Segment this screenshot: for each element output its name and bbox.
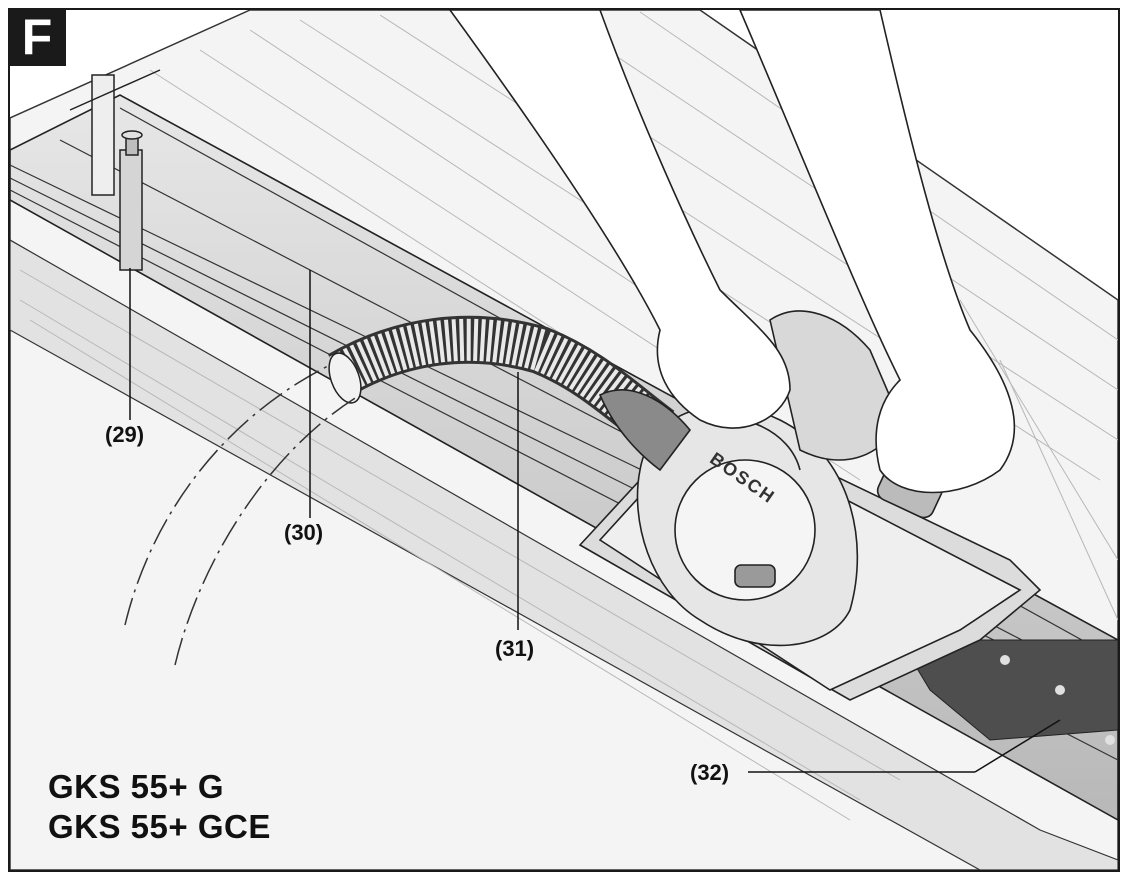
screw-clamp xyxy=(69,69,161,271)
callout-30: (30) xyxy=(284,520,324,545)
callout-31: (31) xyxy=(495,636,535,661)
model-label-g: GKS 55+ G xyxy=(48,768,224,805)
callout-leaders xyxy=(129,268,1061,773)
strip-holes xyxy=(1000,655,1115,745)
anti-friction-strip xyxy=(899,639,1118,741)
callout-32: (32) xyxy=(690,760,730,785)
workpiece-edge xyxy=(10,239,1118,870)
figure-badge: F xyxy=(8,8,66,66)
figure-frame xyxy=(8,8,1120,872)
model-label-gce: GKS 55+ GCE xyxy=(48,808,271,845)
circular-saw xyxy=(578,310,1042,701)
operator-hands xyxy=(449,10,1016,494)
motion-arcs xyxy=(124,364,361,666)
callout-29: (29) xyxy=(105,422,145,447)
